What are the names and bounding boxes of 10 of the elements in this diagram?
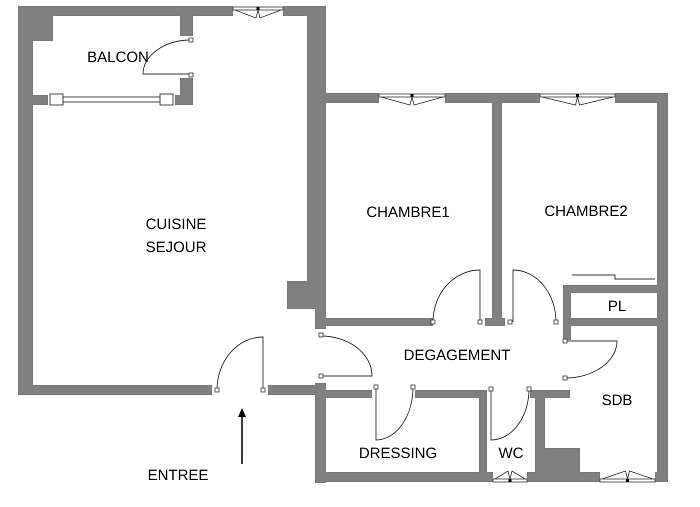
room-label: CHAMBRE2 — [531, 200, 641, 223]
room-label: CHAMBRE1 — [353, 201, 463, 224]
room-label: SDB — [592, 389, 642, 412]
room-label: CUISINE SEJOUR — [136, 213, 216, 259]
room-label: BALCON — [73, 46, 163, 69]
room-label: PL — [597, 295, 637, 318]
entrance-label: ENTREE — [146, 466, 210, 486]
room-label: DRESSING — [343, 442, 453, 465]
room-label: WC — [491, 442, 531, 465]
room-label: DEGAGEMENT — [387, 344, 527, 367]
